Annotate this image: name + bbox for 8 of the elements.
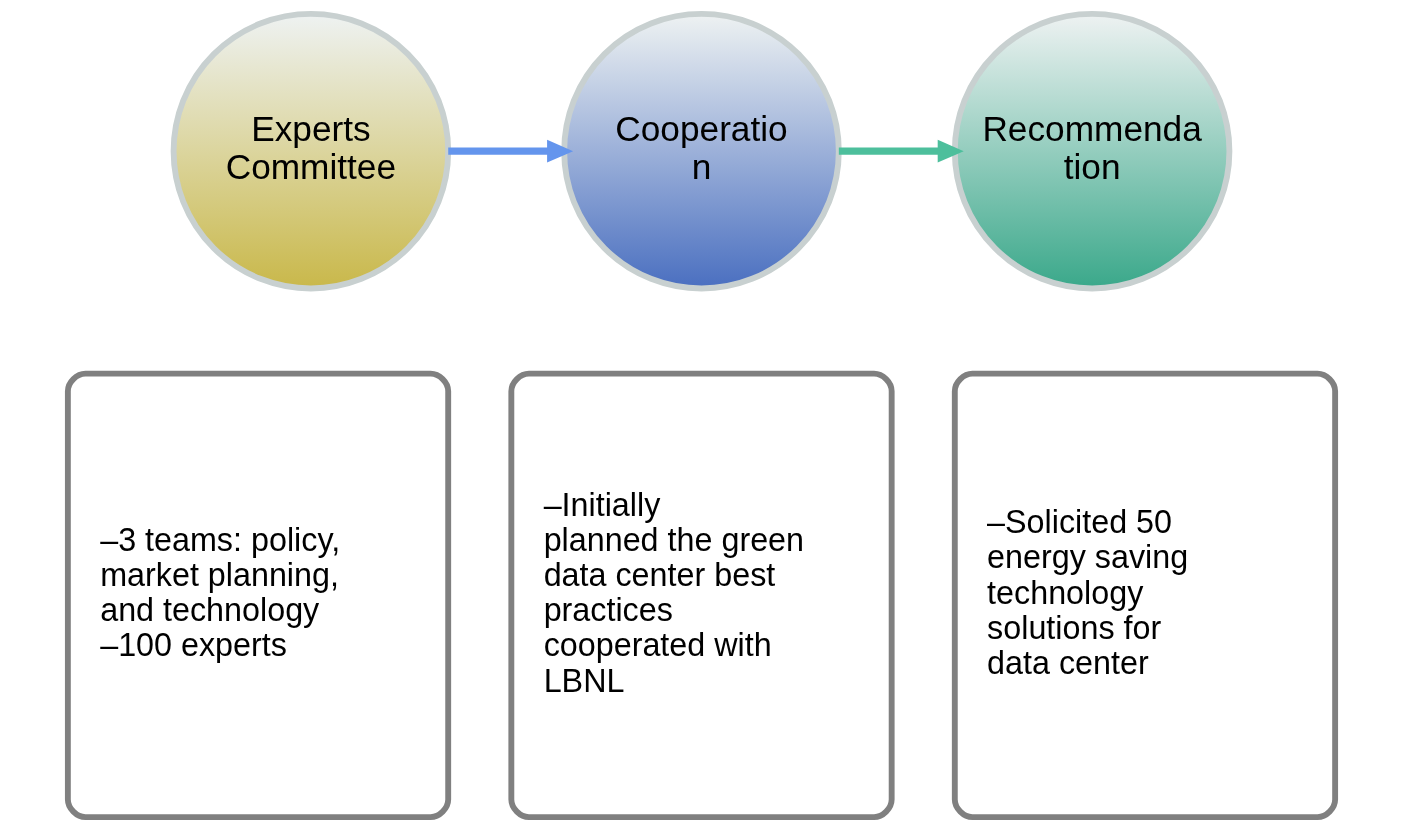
node-circle: Experts Committee (170, 10, 451, 292)
node-box: –Initially planned the green data center best practices cooperated with LBNL (507, 370, 895, 821)
node-circle: Cooperation (560, 10, 842, 292)
node-circle: Recommendation (951, 10, 1232, 292)
node-box: –3 teams: policy, market planning, and technology –100 experts (64, 370, 451, 821)
arrow (838, 139, 964, 163)
node-box: –Solicited 50 energy saving technology solutions for data center (951, 370, 1338, 821)
arrow (447, 139, 573, 163)
